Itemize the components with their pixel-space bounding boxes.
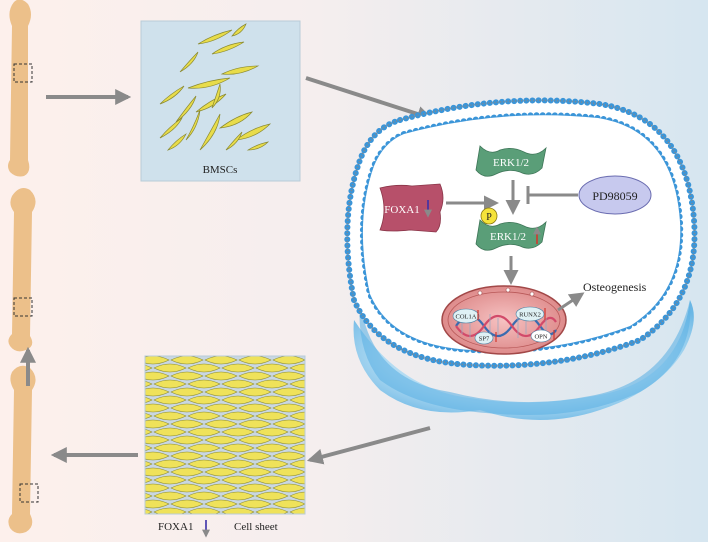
gene-label-sp7: SP7 <box>479 336 490 343</box>
arrow-cell-to-sheet <box>306 426 431 465</box>
erk-inactive-label: ERK1/2 <box>493 157 529 169</box>
pd98059-shape <box>578 175 652 215</box>
cell-sheet-gene-label: FOXA1 <box>158 521 193 533</box>
gene-badge-sp7 <box>474 331 494 345</box>
bone-defect-box-healed <box>13 297 33 317</box>
bone-recipient-healed <box>8 188 36 352</box>
gene-badge-opn <box>530 329 552 343</box>
gene-label-opn: OPN <box>534 334 547 341</box>
foxa1-label: FOXA1 <box>384 204 419 216</box>
pd98059-label: PD98059 <box>592 189 637 203</box>
bone-recipient-defect <box>8 365 39 534</box>
gene-badge-col1a <box>452 308 480 324</box>
gene-label-runx2: RUNX2 <box>519 312 541 319</box>
arrow-bmscs-to-cell <box>305 76 434 122</box>
nucleus: COL1A RUNX2 SP7 OPN <box>441 285 567 355</box>
erk-active-label: ERK1/2 <box>490 231 526 243</box>
osteogenesis-label: Osteogenesis <box>583 280 647 294</box>
arrow-nucleus-to-osteogenesis <box>557 292 585 312</box>
bmscs-label: BMSCs <box>203 164 238 176</box>
bmscs-panel: BMSCs <box>140 20 301 182</box>
bmsc-cells <box>159 23 272 151</box>
erk-active-shape <box>475 219 547 251</box>
foxa1-shape <box>379 183 444 233</box>
cell-illustration: ERK1/2 FOXA1 PD98059 ERK1/2 P <box>344 97 698 420</box>
gene-badge-runx2 <box>515 306 545 322</box>
cell-sheet-image <box>144 355 306 515</box>
bone-donor <box>8 0 33 177</box>
bone-sample-box <box>13 63 33 83</box>
erk-inactive-shape <box>475 145 547 177</box>
bone-defect-box <box>19 483 39 503</box>
cell-sheet-label: Cell sheet <box>234 521 278 533</box>
gene-label-col1a: COL1A <box>456 314 477 321</box>
phospho-badge <box>480 207 498 225</box>
phospho-label: P <box>486 212 492 223</box>
cell-sheet-panel: FOXA1 Cell sheet <box>144 355 306 538</box>
